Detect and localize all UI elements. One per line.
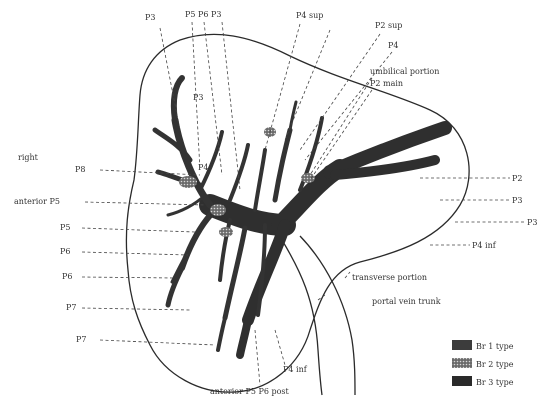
legend: Br 1 type Br 2 type Br 3 type [452, 340, 514, 387]
label-umbilical-portion: umbilical portion [370, 67, 439, 76]
label-left-p7b: P7 [76, 335, 86, 344]
label-inner-p4: P4 [198, 163, 208, 172]
legend-swatch-1 [452, 340, 472, 350]
label-right: right [18, 153, 39, 162]
label-top-p4: P4 [388, 41, 398, 50]
label-left-p7a: P7 [66, 303, 76, 312]
label-transverse-portion: transverse portion [352, 273, 427, 282]
portal-vein-tree [155, 78, 445, 355]
legend-label-3: Br 3 type [476, 378, 514, 387]
legend-swatch-3 [452, 376, 472, 386]
label-anterior-p5-p6-post: anterior P5 P6 post [210, 387, 290, 396]
label-left-p6a: P6 [60, 247, 70, 256]
label-bottom-p4-inf: P4 inf [283, 365, 308, 374]
legend-swatch-2 [452, 358, 472, 368]
label-right-p3a: P3 [512, 196, 522, 205]
legend-label-2: Br 2 type [476, 360, 514, 369]
label-top-p3: P3 [145, 13, 155, 22]
label-right-p3b: P3 [527, 218, 537, 227]
label-portal-vein-trunk: portal vein trunk [372, 297, 441, 306]
dotted-segment-1 [179, 176, 197, 188]
label-inner-p3: P3 [193, 93, 203, 102]
label-top-p4-sup: P4 sup [296, 11, 323, 20]
label-top-p2-sup: P2 sup [375, 21, 402, 30]
label-left-p8: P8 [75, 165, 85, 174]
legend-label-1: Br 1 type [476, 342, 514, 351]
label-left-p5: P5 [60, 223, 70, 232]
dotted-segment-3 [219, 227, 233, 237]
dotted-segment-2 [210, 204, 226, 216]
label-anterior-p5: anterior P5 [14, 197, 60, 206]
label-top-p5-p6: P5 P6 P3 [185, 10, 222, 19]
label-right-p2: P2 [512, 174, 522, 183]
dotted-segment-4 [301, 173, 315, 183]
label-right-p4-inf: P4 inf [472, 241, 497, 250]
portal-trunk-right [300, 236, 355, 395]
label-p2-main: P2 main [370, 79, 403, 88]
label-left-p6b: P6 [62, 272, 72, 281]
